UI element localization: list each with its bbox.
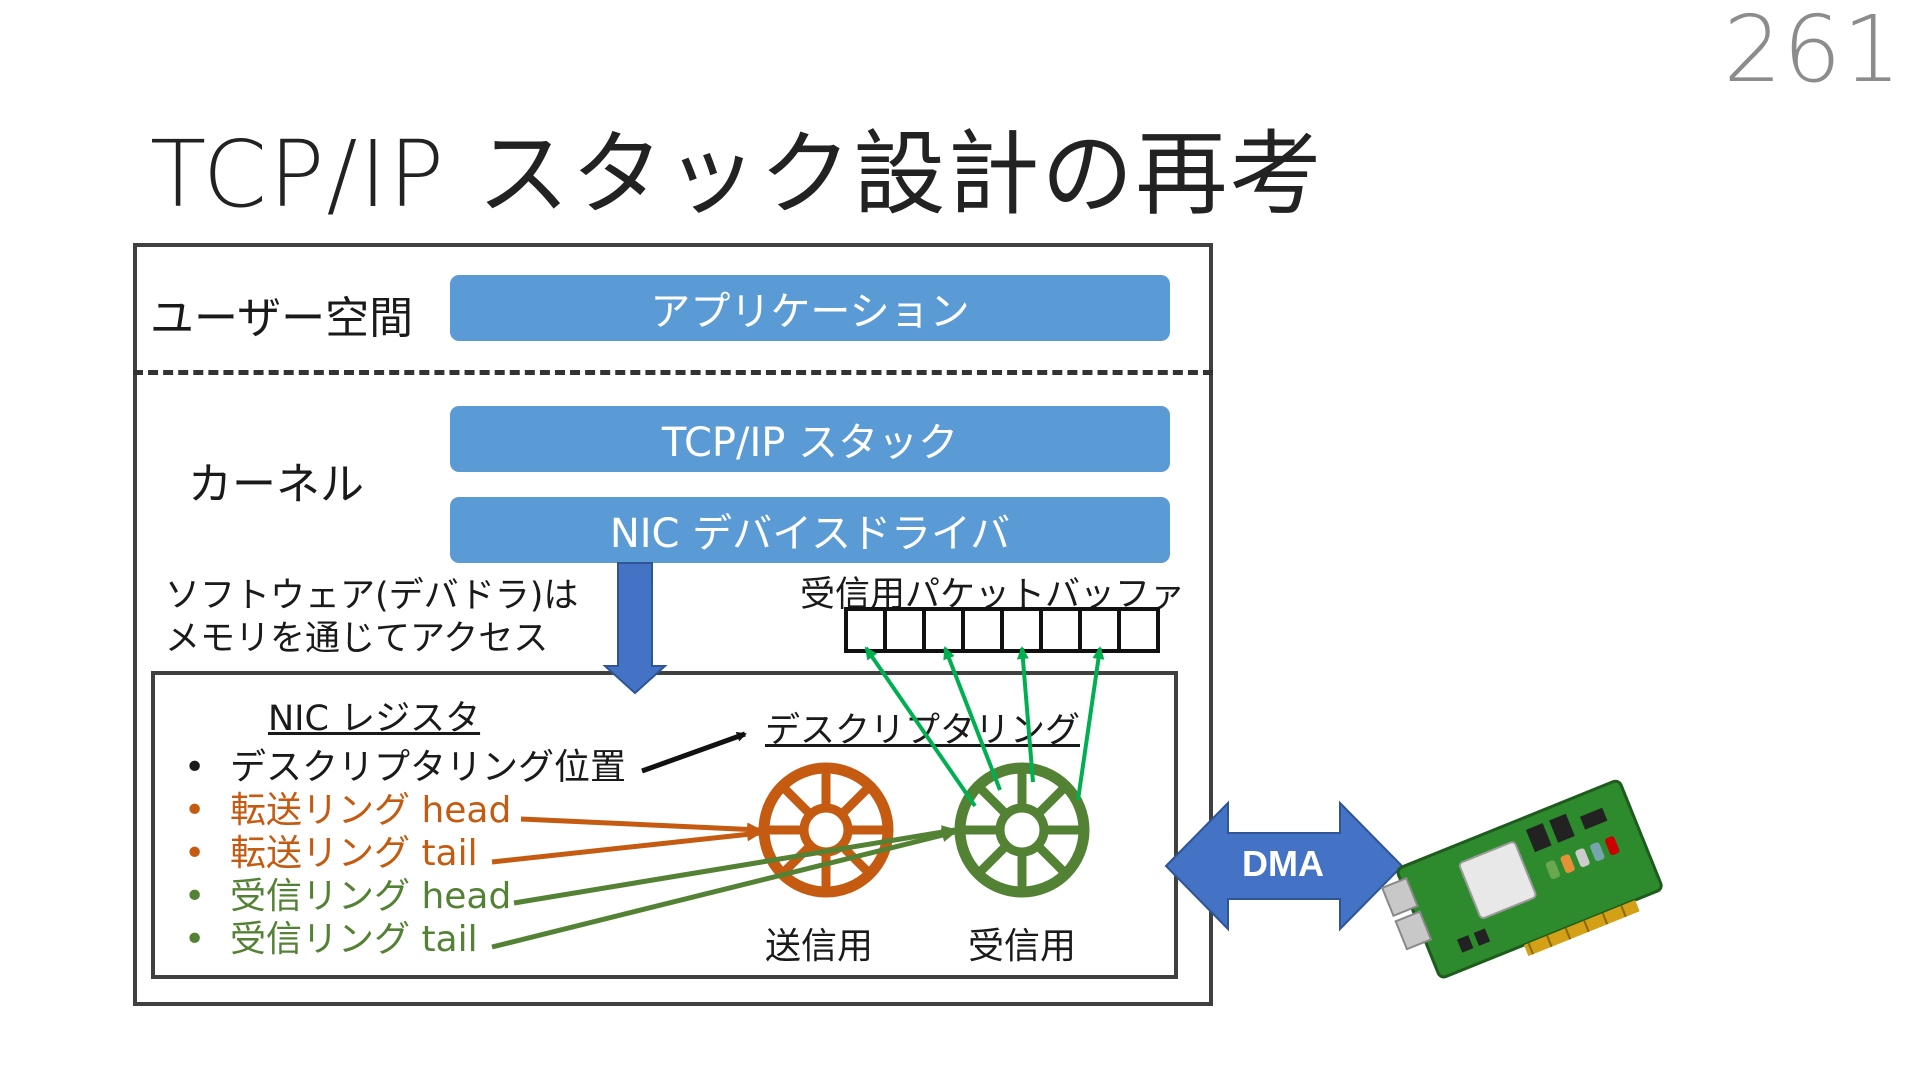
dma-label: DMA bbox=[1242, 843, 1324, 884]
send-ring-label: 送信用 bbox=[765, 926, 874, 967]
nic-box bbox=[151, 671, 1178, 979]
buffer-cell bbox=[1043, 611, 1082, 649]
page-number: 261 bbox=[1723, 0, 1902, 103]
register-item-rx-tail: • 受信リング tail bbox=[178, 918, 626, 961]
bullet: • bbox=[184, 790, 206, 831]
buffer-cell bbox=[965, 611, 1004, 649]
register-text: 転送リング head bbox=[230, 790, 512, 831]
buffer-cell bbox=[1082, 611, 1121, 649]
register-list: • デスクリプタリング位置 • 転送リング head • 転送リング tail … bbox=[178, 746, 626, 961]
register-text: 受信リング head bbox=[230, 876, 512, 917]
register-text: 転送リング tail bbox=[230, 833, 478, 874]
rx-head-arrow bbox=[513, 825, 957, 906]
nic-card-icon bbox=[1380, 779, 1663, 979]
system-box bbox=[133, 243, 1213, 1006]
nic-register-title: NIC レジスタ bbox=[268, 699, 481, 739]
kernel-label: カーネル bbox=[188, 459, 364, 510]
buffer-cell bbox=[926, 611, 965, 649]
register-item-ring-position: • デスクリプタリング位置 bbox=[178, 746, 626, 789]
buffer-arrow-2 bbox=[943, 646, 1002, 791]
ring-position-arrow bbox=[641, 731, 747, 774]
rx-tail-arrow bbox=[491, 828, 957, 950]
software-caption: ソフトウェア(デバドラ)は メモリを通じてアクセス bbox=[165, 575, 578, 661]
register-text: 受信リング tail bbox=[230, 919, 478, 960]
buffer-arrow-3 bbox=[1016, 646, 1035, 783]
driver-to-nic-arrow bbox=[602, 562, 668, 695]
register-text: デスクリプタリング位置 bbox=[230, 747, 627, 788]
nic-driver-bar: NIC デバイスドライバ bbox=[450, 497, 1170, 563]
send-ring-icon bbox=[758, 762, 894, 898]
packet-buffer bbox=[844, 607, 1160, 653]
software-caption-line1: ソフトウェア(デバドラ)は bbox=[165, 576, 579, 616]
buffer-cell bbox=[848, 611, 887, 649]
bullet: • bbox=[184, 876, 206, 917]
tx-head-arrow bbox=[520, 816, 762, 837]
user-kernel-divider bbox=[133, 370, 1213, 375]
user-space-label: ユーザー空間 bbox=[150, 293, 414, 344]
buffer-arrow-4 bbox=[1076, 646, 1105, 801]
application-bar: アプリケーション bbox=[450, 275, 1170, 341]
tx-tail-arrow bbox=[491, 827, 762, 865]
register-item-tx-head: • 転送リング head bbox=[178, 789, 626, 832]
register-item-tx-tail: • 転送リング tail bbox=[178, 832, 626, 875]
bullet: • bbox=[184, 919, 206, 960]
recv-ring-label: 受信用 bbox=[968, 926, 1077, 967]
buffer-cell bbox=[1004, 611, 1043, 649]
buffer-cell bbox=[887, 611, 926, 649]
tcpip-stack-bar: TCP/IP スタック bbox=[450, 406, 1170, 472]
register-item-rx-head: • 受信リング head bbox=[178, 875, 626, 918]
slide-title: TCP/IP スタック設計の再考 bbox=[150, 121, 1324, 228]
buffer-arrow-1 bbox=[864, 646, 977, 808]
bullet: • bbox=[184, 833, 206, 874]
receive-ring-icon bbox=[954, 762, 1090, 898]
software-caption-line2: メモリを通じてアクセス bbox=[165, 619, 549, 659]
bullet: • bbox=[184, 747, 206, 788]
